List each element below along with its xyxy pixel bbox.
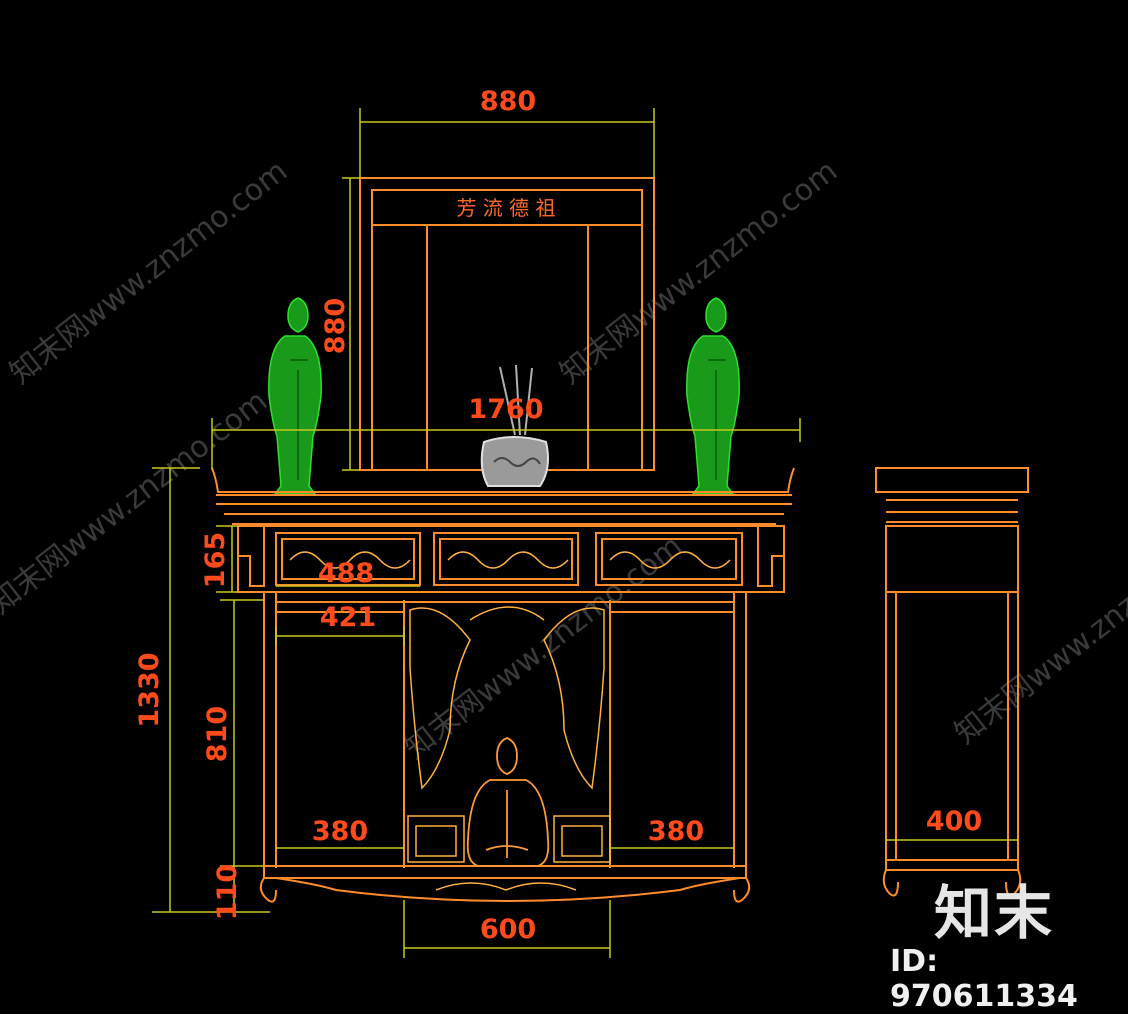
dim-base-height: 110 xyxy=(212,864,243,920)
brand-logo: 知末 xyxy=(934,879,1055,947)
dim-total-height: 1330 xyxy=(134,652,165,727)
watermark-layer: 知末网www.znzmo.com 知末网www.znzmo.com 知末网www… xyxy=(0,153,1128,766)
dim-panel-height: 880 xyxy=(320,298,351,354)
dim-total-width: 1760 xyxy=(468,394,543,425)
buddha-figure xyxy=(466,737,550,867)
incense-censer xyxy=(480,364,549,487)
dim-cabinet-height: 810 xyxy=(202,706,233,762)
statue-left xyxy=(268,297,322,495)
watermark-1: 知末网www.znzmo.com xyxy=(3,153,294,391)
watermark-5: 知末网www.znzmo.com xyxy=(948,513,1128,751)
dimension-lines xyxy=(152,108,1018,958)
dim-top-width: 880 xyxy=(480,86,536,117)
dim-opening-width: 421 xyxy=(320,602,376,633)
side-view xyxy=(875,467,1029,897)
watermark-3: 知末网www.znzmo.com xyxy=(0,383,274,621)
statue-right xyxy=(686,297,740,495)
dim-side-depth: 400 xyxy=(926,806,982,837)
dim-right-bay: 380 xyxy=(648,816,704,847)
dim-drawer-width: 488 xyxy=(318,558,374,589)
dim-drawer-height: 165 xyxy=(200,532,231,588)
dim-base-width: 600 xyxy=(480,914,536,945)
carvings xyxy=(289,551,731,891)
image-id-label: ID: 970611334 xyxy=(890,944,1078,1014)
dim-left-bay: 380 xyxy=(312,816,368,847)
plaque-text: 芳 流 德 祖 xyxy=(456,196,555,220)
